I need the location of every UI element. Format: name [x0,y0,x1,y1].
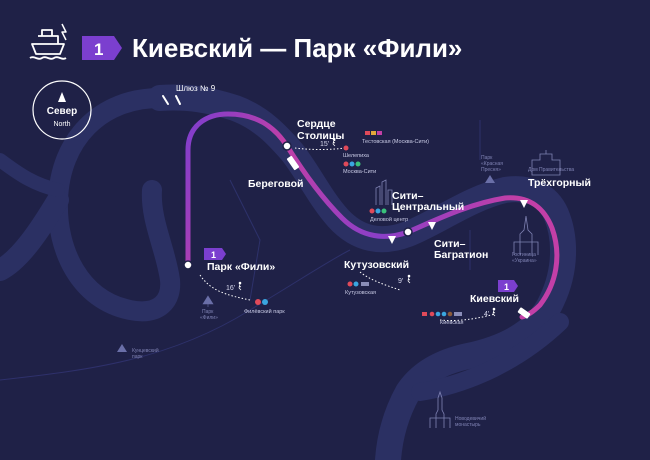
station-serdce-stolicy[interactable]: Сердце Столицы 15' Тестовская (Москва-Си… [282,118,429,175]
metro-station-label: Деловой центр [370,216,408,223]
svg-text:Пресня»: Пресня» [481,167,501,173]
station-siti-metro: Деловой центр [369,208,408,223]
svg-text:Парк: Парк [481,155,493,161]
building-icon [531,150,561,176]
walk-time: 9' [398,278,403,285]
road-lines [0,120,481,381]
station-name: Кутузовский [344,259,409,271]
svg-text:Парк: Парк [202,309,214,315]
walk-icon [492,307,496,317]
tree-icon [202,295,214,307]
station-kutuzovsky[interactable]: Кутузовский 9' Кутузовская [344,236,411,296]
walk-time: 15' [320,141,329,148]
svg-text:Дом Правительства: Дом Правительства [528,167,574,173]
compass[interactable]: Север North [32,80,92,140]
svg-text:«Украина»: «Украина» [512,258,537,264]
metro-icon [347,281,369,287]
svg-text:1: 1 [211,250,216,260]
svg-text:Новодевичий: Новодевичий [455,415,486,422]
walk-icon [332,137,336,147]
station-name-line2: Столицы [297,130,344,142]
metro-station-label: Шелепиха [343,153,370,159]
poi-krasnaya-presnya: Парк «Красная Пресня» [481,155,503,183]
line-badge [82,36,122,60]
station-name: Киевский [470,293,519,305]
svg-text:Кунцевский: Кунцевский [132,347,159,354]
compass-sublabel: North [53,121,70,128]
lock-marker[interactable]: Шлюз № 9 [162,84,216,105]
compass-label: Север [47,106,77,117]
lock-label: Шлюз № 9 [176,84,216,93]
station-siti-bagration[interactable]: Сити– Багратион [428,222,488,261]
north-arrow-icon [58,92,66,102]
metro-icon [369,208,387,214]
metro-station-label: Тестовская (Москва-Сити) [362,139,429,145]
svg-text:«Красная: «Красная [481,161,503,167]
station-name: Трёхгорный [528,177,591,189]
metro-icon [343,145,349,151]
svg-text:Гостиница: Гостиница [512,252,536,258]
station-name: Парк «Фили» [207,261,275,273]
metro-station-label: Москва-Сити [343,169,376,175]
poi-hotel-ukraina: Гостиница «Украина» [512,215,539,264]
station-siti-centralny[interactable]: Сити– Центральный [392,190,464,237]
metro-icon [365,131,382,135]
station-name-line2: Центральный [392,201,464,213]
poi-government-house: Дом Правительства [528,150,574,176]
metro-station-label: Кутузовская [345,290,376,296]
walk-time: 4' [484,311,489,318]
poi-fili-park: Парк «Фили» [200,295,218,321]
station-name: Береговой [248,178,303,190]
svg-text:парк: парк [132,354,143,360]
metro-icon [255,299,268,305]
building-icon [513,215,539,255]
page-title: Киевский — Парк «Фили» [132,33,462,63]
svg-text:монастырь: монастырь [455,422,481,428]
station-name-line1: Сити– [392,190,424,202]
walk-icon [407,274,411,284]
station-name-line2: Багратион [434,249,488,261]
svg-text:«Фили»: «Фили» [200,315,218,321]
station-park-fili[interactable]: 1 Парк «Фили» 16' Филёвский парк [183,248,285,315]
monastery-icon [429,390,451,428]
station-name-line1: Сити– [434,238,466,250]
moscow-city-skyline-icon [375,179,393,205]
tree-icon [485,175,495,183]
metro-icon [422,311,462,317]
station-trekhgorny[interactable]: Трёхгорный [520,177,591,208]
poi-kuntsevo-park: Кунцевский парк [117,344,159,360]
metro-icon [343,161,361,167]
station-kievsky[interactable]: 1 Киевский 4' Киевская [422,280,531,326]
poi-novodevichy: Новодевичий монастырь [429,390,486,428]
walk-time: 16' [226,285,235,292]
metro-station-label: Филёвский парк [244,308,285,315]
metro-station-label: Киевская [440,320,464,326]
station-name-line1: Сердце [297,118,336,130]
river-boat-icon [29,23,67,60]
walk-icon [238,281,242,291]
svg-text:1: 1 [504,282,509,292]
tree-icon [117,344,127,355]
line-badge-number: 1 [94,40,103,59]
station-beregovoy[interactable]: Береговой [248,155,303,190]
lock-icon [162,95,181,105]
header: 1 Киевский — Парк «Фили» [29,23,462,63]
